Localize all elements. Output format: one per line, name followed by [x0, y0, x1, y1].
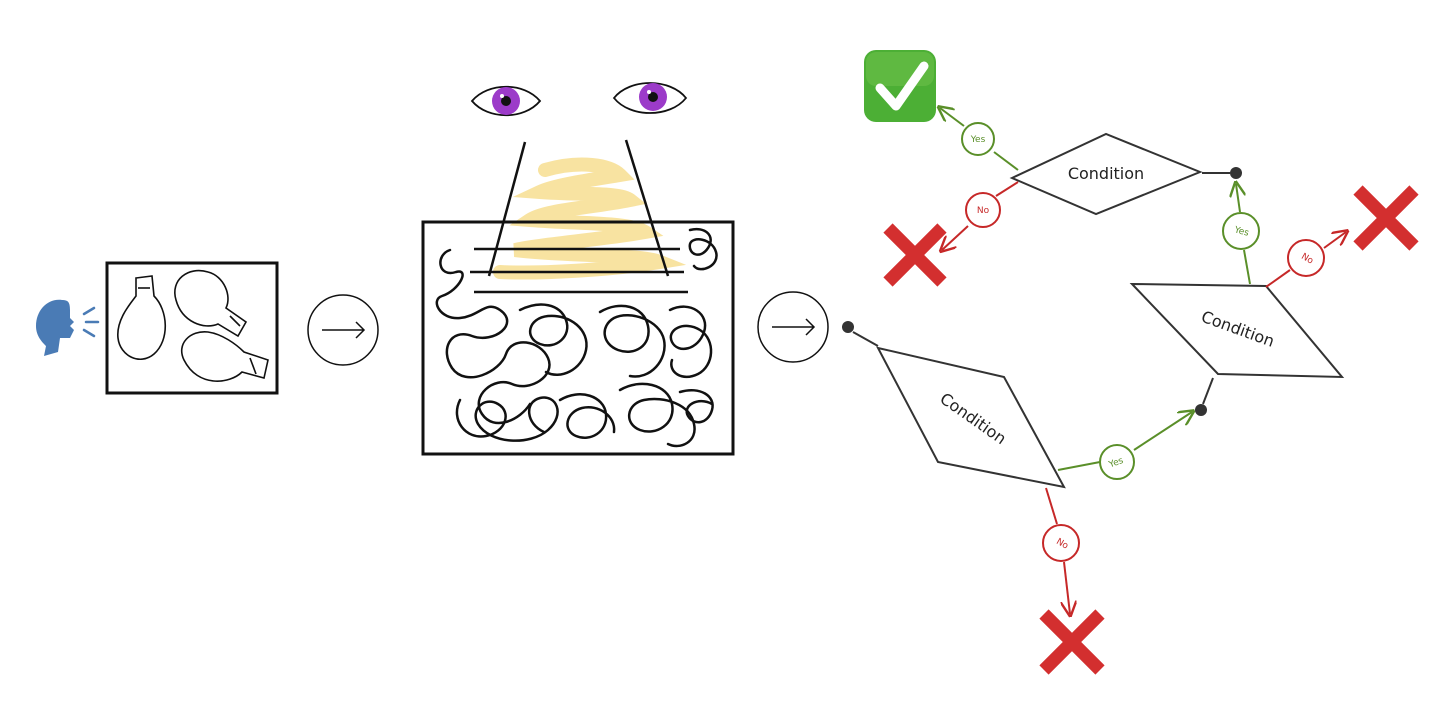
- yes-label-top: Yes: [970, 135, 986, 145]
- speaking-head-icon: [36, 299, 100, 356]
- yes-label-right: Yes: [1232, 225, 1250, 239]
- check-mark-button-icon: [864, 50, 936, 122]
- projection-beam: [487, 139, 670, 277]
- start-node: [842, 321, 879, 347]
- condition-node-top: Condition: [1009, 132, 1203, 216]
- tangled-thoughts-box: [421, 220, 735, 456]
- lightbulb-icon: [174, 269, 248, 338]
- cross-mark-icon: [1353, 185, 1419, 251]
- cross-mark-icon: [1039, 609, 1105, 675]
- edge-top-yes: Yes: [940, 108, 1019, 171]
- eye-icon-right: [612, 82, 688, 114]
- no-label-top: No: [977, 206, 990, 216]
- edge-left-no: No: [1042, 487, 1080, 614]
- cross-mark-icon: [883, 223, 947, 287]
- highlight-scribble: [493, 157, 687, 280]
- edge-right-no: No: [1265, 232, 1346, 288]
- edge-top-no: No: [942, 181, 1019, 250]
- condition-node-left: Condition: [876, 346, 1066, 489]
- condition-node-right: Condition: [1129, 282, 1345, 379]
- eye-icon-left: [470, 85, 542, 117]
- lightbulb-icon: [117, 275, 166, 360]
- arrow-circle-2: [757, 291, 829, 363]
- edge-right-yes: Yes: [1202, 167, 1260, 285]
- ideas-box: [105, 261, 279, 395]
- arrow-circle-1: [307, 294, 379, 366]
- edge-left-yes: Yes: [1057, 377, 1214, 480]
- condition-label-top: Condition: [1068, 164, 1144, 183]
- lightbulb-icon: [181, 331, 269, 382]
